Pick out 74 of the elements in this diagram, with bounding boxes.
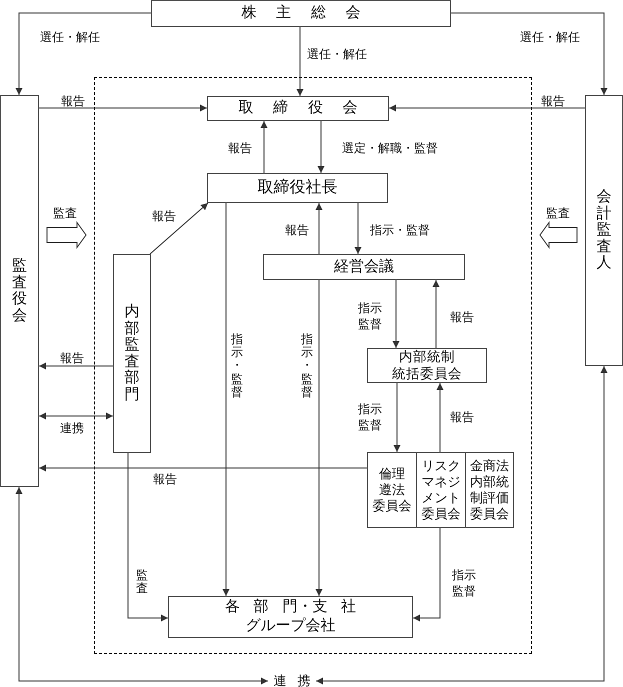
edge-label: 指示監督 xyxy=(358,401,383,434)
arrow xyxy=(394,382,400,452)
double-arrow xyxy=(316,366,608,684)
arrow xyxy=(16,12,152,96)
org-unit-box xyxy=(585,95,623,366)
double-arrow xyxy=(38,412,114,420)
edge-label: 連携 xyxy=(60,421,84,436)
box-label: 会計監査人 xyxy=(596,189,612,272)
arrow xyxy=(260,120,268,174)
org-unit-box xyxy=(151,0,451,27)
edge-label: 監査 xyxy=(53,206,77,220)
arrow xyxy=(316,280,322,596)
box-label: 内部監査部門 xyxy=(124,304,140,403)
box-label: 倫理遵法委員会 xyxy=(372,466,412,514)
arrow xyxy=(450,12,608,96)
edge-label: 選任・解任 xyxy=(520,30,580,44)
box-label: 金商法内部統制評価委員会 xyxy=(470,458,509,522)
box-label: 取 締 役 会 xyxy=(238,99,358,118)
arrow xyxy=(150,202,208,254)
org-unit-box xyxy=(207,96,389,121)
org-unit-box xyxy=(367,452,417,528)
arrow xyxy=(222,202,230,596)
arrow xyxy=(318,120,324,174)
edge-label: 報告 xyxy=(153,472,177,486)
edge-label: 報告 xyxy=(450,410,474,424)
arrow xyxy=(392,280,400,348)
edge-label: 指示監督 xyxy=(358,300,383,332)
arrow xyxy=(38,362,114,370)
edge-label: 報告 xyxy=(152,209,176,224)
arrow xyxy=(412,528,440,622)
block-arrow xyxy=(46,220,87,250)
arrow xyxy=(436,382,444,452)
edge-label: 指示監督 xyxy=(452,567,477,600)
box-label: リスクマネジメント委員会 xyxy=(422,458,460,522)
box-label: 内部統制統括委員会 xyxy=(392,348,462,382)
org-unit-box xyxy=(465,452,514,528)
org-unit-box xyxy=(263,254,465,280)
edge-label: 報告 xyxy=(450,310,474,324)
edge-label: 指示・監督 xyxy=(231,333,243,399)
org-unit-box xyxy=(0,95,39,487)
arrow xyxy=(38,104,208,112)
edge-label: 指示・監督 xyxy=(370,223,430,238)
arrow xyxy=(316,202,322,254)
edge-label: 報告 xyxy=(60,351,84,366)
text-label: 連 携 xyxy=(268,673,316,687)
box-label: 監査役会 xyxy=(12,258,27,324)
org-unit-box xyxy=(207,173,388,203)
edge-label: 監査 xyxy=(546,206,570,220)
box-label: 株 主 総 会 xyxy=(241,4,361,23)
edge-label: 選定・解職・監督 xyxy=(342,141,438,156)
org-unit-box xyxy=(113,254,151,453)
arrow xyxy=(432,280,440,348)
block-arrow xyxy=(539,220,578,250)
arrow xyxy=(38,464,368,472)
arrow xyxy=(354,202,362,254)
edge-label: 指示・監督 xyxy=(301,333,313,399)
org-unit-box xyxy=(367,348,487,383)
edge-label: 監査 xyxy=(136,569,148,596)
box-label: 経営会議 xyxy=(334,258,394,276)
edge-label: 報告 xyxy=(61,94,85,108)
arrow xyxy=(128,452,168,622)
double-arrow xyxy=(16,486,268,684)
dashed-boundary xyxy=(94,77,532,654)
edge-label: 選任・解任 xyxy=(307,47,367,62)
edge-label: 選任・解任 xyxy=(40,30,100,44)
arrow xyxy=(296,26,304,96)
org-unit-box xyxy=(168,596,413,638)
org-unit-box xyxy=(416,452,466,528)
box-label: 各 部 門・支 社グループ会社 xyxy=(224,598,356,636)
box-label: 取締役社長 xyxy=(258,178,338,198)
edge-label: 報告 xyxy=(541,94,565,108)
edge-label: 報告 xyxy=(228,141,252,156)
arrow xyxy=(388,104,586,112)
edge-label: 報告 xyxy=(285,223,309,238)
